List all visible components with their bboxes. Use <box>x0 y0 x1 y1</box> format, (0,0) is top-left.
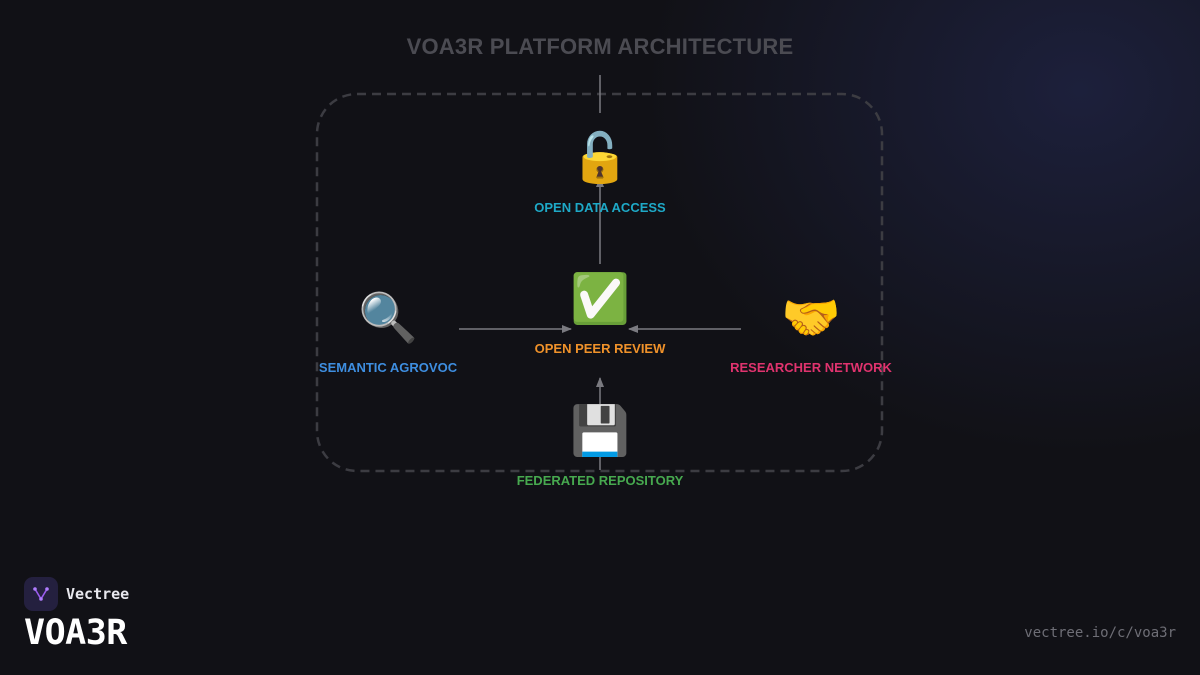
company-name: Vectree <box>66 585 130 603</box>
node-label-semantic-agrovoc: SEMANTIC AGROVOC <box>318 360 458 375</box>
footer-url: vectree.io/c/voa3r <box>1024 625 1176 641</box>
diagram-title: VOA3R PLATFORM ARCHITECTURE <box>406 34 794 59</box>
node-label-open-peer-review: OPEN PEER REVIEW <box>534 341 666 356</box>
handshake-icon: 🤝 <box>781 290 841 346</box>
node-label-researcher-network: RESEARCHER NETWORK <box>730 360 892 375</box>
magnifying-glass-icon: 🔍 <box>358 290 418 346</box>
floppy-disk-icon: 💾 <box>570 403 630 459</box>
check-mark-icon: ✅ <box>570 271 630 327</box>
node-label-federated-repository: FEDERATED REPOSITORY <box>516 473 684 488</box>
node-label-open-data-access: OPEN DATA ACCESS <box>534 200 666 215</box>
brand-block: Vectree VOA3R <box>24 577 129 653</box>
product-name: VOA3R <box>24 613 127 653</box>
vectree-logo-icon <box>24 577 58 611</box>
unlocked-padlock-icon: 🔓 <box>570 130 630 186</box>
